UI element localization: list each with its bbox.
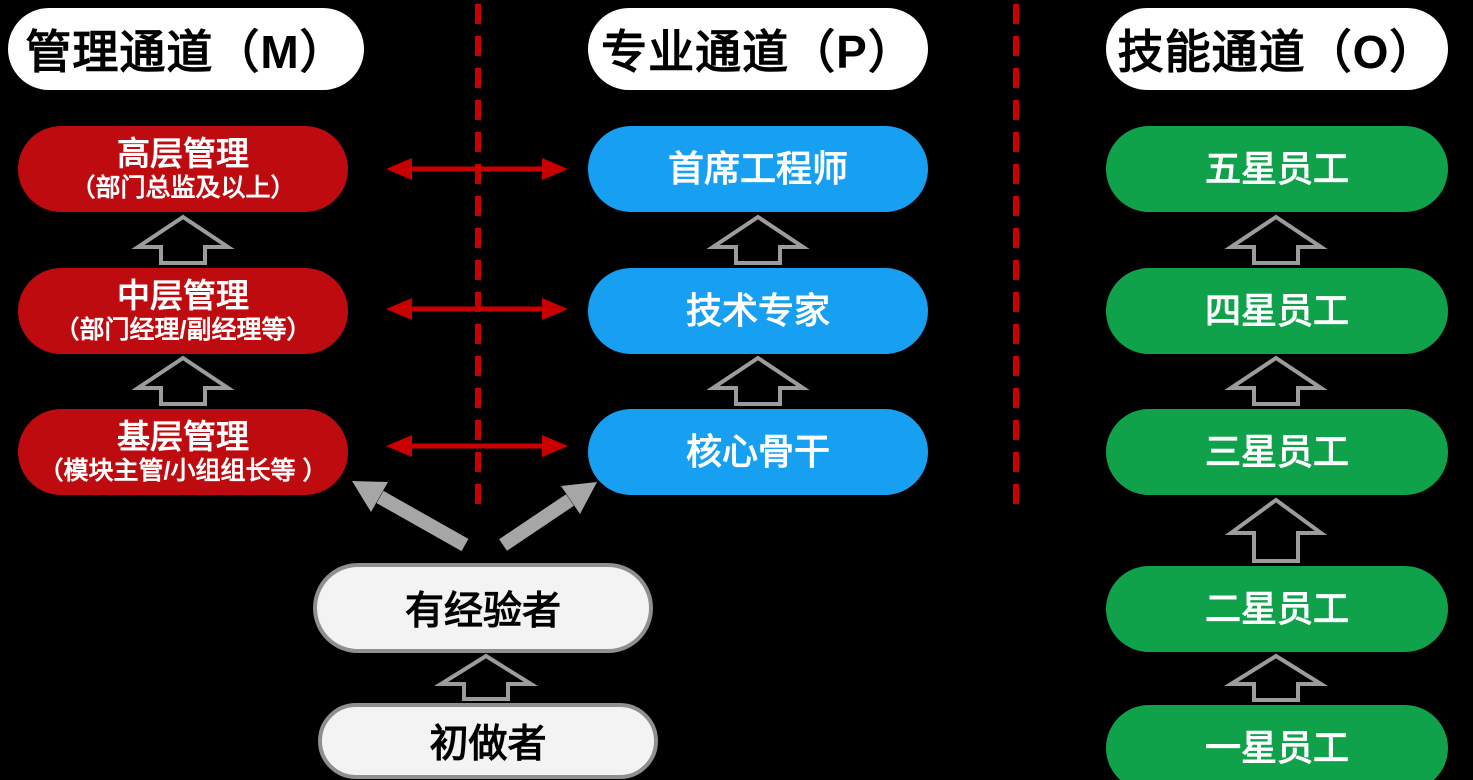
node-title: 核心骨干: [685, 431, 830, 473]
node-two-star-employee: 二星员工: [1106, 566, 1448, 652]
header-skill-channel: 技能通道（O）: [1106, 8, 1448, 90]
node-title: 二星员工: [1204, 588, 1349, 630]
node-title: 四星员工: [1204, 290, 1349, 332]
node-one-star-employee: 一星员工: [1106, 705, 1448, 780]
entry-arrow-right-icon: [499, 482, 597, 551]
node-three-star-employee: 三星员工: [1106, 409, 1448, 495]
node-title: 一星员工: [1204, 727, 1349, 769]
node-senior-management: 高层管理 （部门总监及以上）: [18, 126, 348, 212]
node-core-backbone: 核心骨干: [588, 409, 928, 495]
promotion-up-arrow-icon: [1224, 653, 1328, 702]
promotion-up-arrow-icon: [706, 214, 810, 265]
node-subtitle: （部门经理/副经理等）: [54, 315, 312, 344]
promotion-up-arrow-icon: [131, 355, 235, 406]
node-first-line-management: 基层管理 （模块主管/小组组长等 ）: [18, 409, 348, 495]
promotion-up-arrow-icon: [706, 355, 810, 406]
promotion-up-arrow-icon: [434, 653, 538, 701]
promotion-up-arrow-icon: [131, 214, 235, 265]
transfer-arrow-row3-icon: [386, 435, 568, 457]
node-middle-management: 中层管理 （部门经理/副经理等）: [18, 268, 348, 354]
promotion-up-arrow-icon: [1224, 497, 1328, 563]
node-four-star-employee: 四星员工: [1106, 268, 1448, 354]
entry-arrow-left-icon: [352, 481, 469, 552]
node-title: 高层管理: [117, 134, 249, 172]
node-title: 基层管理: [117, 417, 249, 455]
node-title: 首席工程师: [667, 148, 848, 190]
promotion-up-arrow-icon: [1224, 355, 1328, 406]
header-management-channel: 管理通道（M）: [8, 8, 364, 90]
transfer-arrow-row1-icon: [386, 158, 568, 180]
node-title: 五星员工: [1204, 148, 1349, 190]
node-subtitle: （部门总监及以上）: [70, 173, 296, 202]
promotion-up-arrow-icon: [1224, 214, 1328, 265]
node-experienced-worker: 有经验者: [313, 563, 653, 653]
node-technical-expert: 技术专家: [588, 268, 928, 354]
header-professional-channel: 专业通道（P）: [588, 8, 928, 90]
node-title: 中层管理: [117, 276, 249, 314]
node-title: 三星员工: [1204, 431, 1349, 473]
node-subtitle: （模块主管/小组组长等 ）: [38, 456, 328, 485]
node-beginner-worker: 初做者: [318, 703, 658, 779]
node-five-star-employee: 五星员工: [1106, 126, 1448, 212]
node-title: 技术专家: [685, 290, 830, 332]
transfer-arrow-row2-icon: [386, 298, 568, 320]
node-chief-engineer: 首席工程师: [588, 126, 928, 212]
